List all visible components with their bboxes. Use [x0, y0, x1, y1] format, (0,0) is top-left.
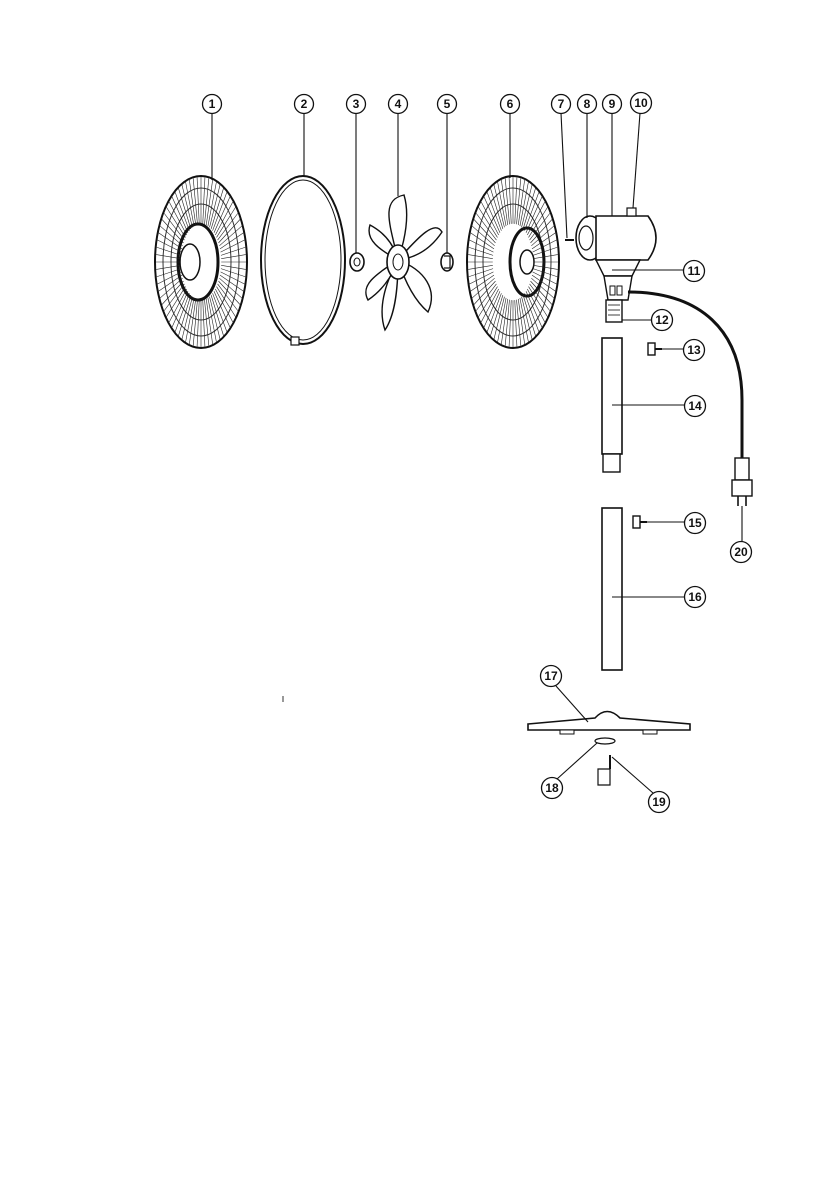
svg-text:16: 16	[688, 590, 702, 604]
callout-3: 3	[347, 95, 366, 114]
svg-text:18: 18	[545, 781, 559, 795]
callout-6: 6	[501, 95, 520, 114]
svg-text:11: 11	[688, 264, 701, 278]
spinner-nut	[350, 253, 364, 271]
callout-2: 2	[295, 95, 314, 114]
callout-20: 20	[731, 542, 752, 563]
fan-blade	[366, 195, 442, 330]
svg-text:6: 6	[507, 97, 514, 111]
callout-12: 12	[652, 310, 673, 331]
callout-16: 16	[685, 587, 706, 608]
svg-text:12: 12	[655, 313, 669, 327]
callout-14: 14	[685, 396, 706, 417]
svg-text:3: 3	[353, 97, 360, 111]
svg-text:8: 8	[584, 97, 591, 111]
svg-text:13: 13	[687, 343, 701, 357]
callout-11: 11	[684, 261, 705, 282]
front-grill	[467, 176, 559, 348]
base-bolt	[598, 755, 610, 785]
callout-9: 9	[603, 95, 622, 114]
callout-1: 1	[203, 95, 222, 114]
callout-8: 8	[578, 95, 597, 114]
blade-hub-cap	[441, 253, 453, 271]
rear-grill	[155, 176, 247, 348]
svg-text:1: 1	[209, 97, 216, 111]
motor-assembly	[565, 208, 656, 322]
svg-text:17: 17	[544, 669, 558, 683]
callout-4: 4	[389, 95, 408, 114]
svg-text:7: 7	[558, 97, 565, 111]
callout-15: 15	[685, 513, 706, 534]
svg-text:5: 5	[444, 97, 451, 111]
svg-text:19: 19	[652, 795, 666, 809]
callout-10: 10	[631, 93, 652, 114]
lower-pole	[602, 508, 622, 670]
callout-17: 17	[541, 666, 562, 687]
fan-base	[528, 712, 690, 735]
svg-text:14: 14	[688, 399, 702, 413]
svg-text:4: 4	[395, 97, 402, 111]
svg-text:20: 20	[734, 545, 748, 559]
grill-clamp-ring	[261, 176, 345, 345]
callout-13: 13	[684, 340, 705, 361]
callout-7: 7	[552, 95, 571, 114]
upper-knob	[648, 343, 662, 355]
svg-text:10: 10	[634, 96, 648, 110]
svg-text:2: 2	[301, 97, 308, 111]
svg-text:15: 15	[688, 516, 702, 530]
callout-5: 5	[438, 95, 457, 114]
lower-knob	[633, 516, 647, 528]
callout-18: 18	[542, 778, 563, 799]
base-washer	[595, 738, 615, 744]
callout-19: 19	[649, 792, 670, 813]
svg-text:9: 9	[609, 97, 616, 111]
